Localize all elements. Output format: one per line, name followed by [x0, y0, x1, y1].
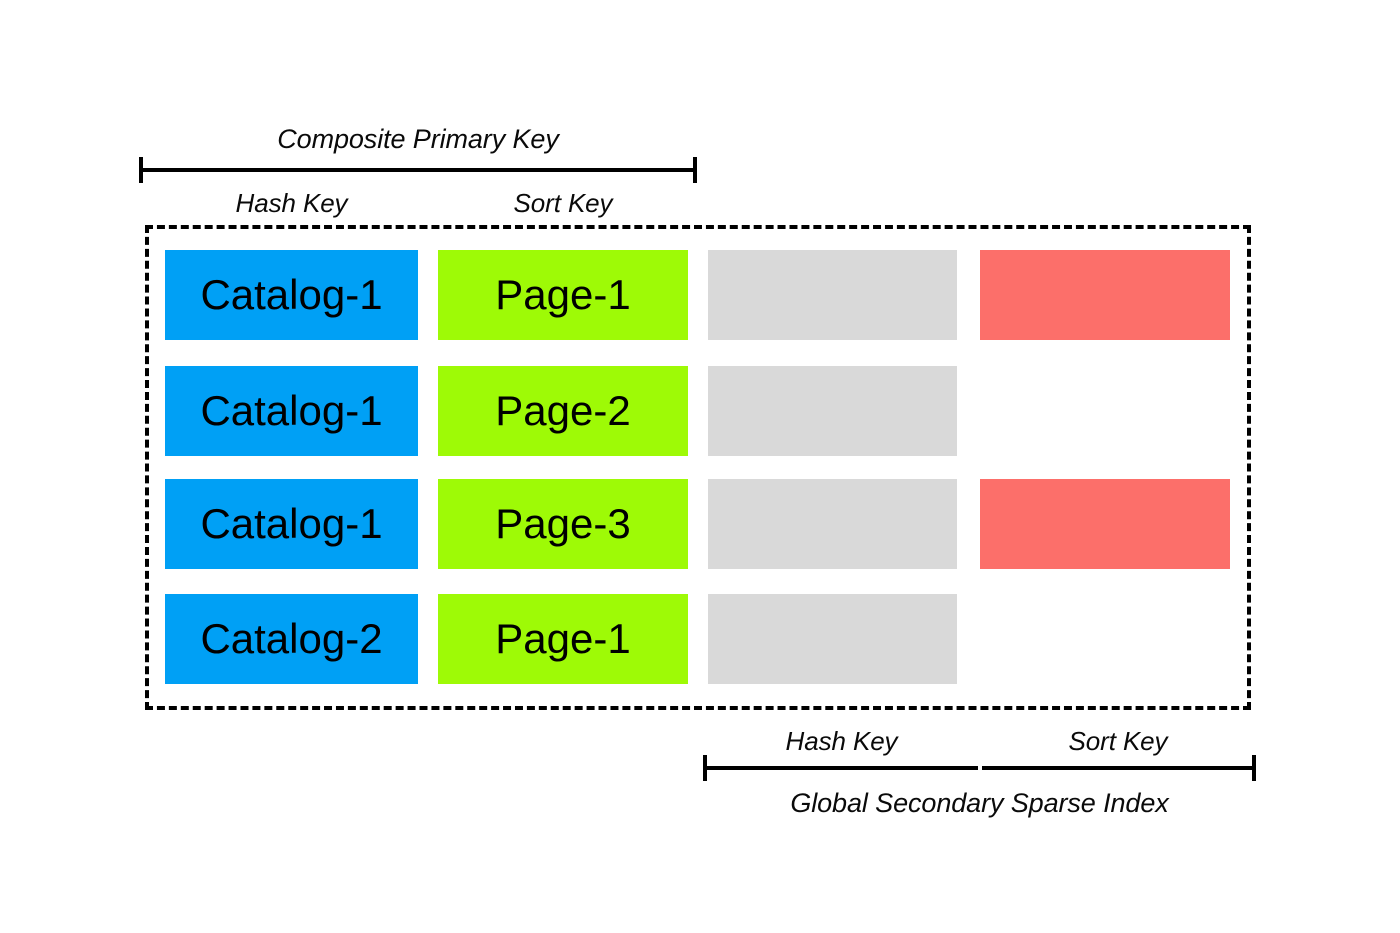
cell-hash-key: Catalog-1: [200, 500, 383, 547]
cell-sort-key: Page-3: [495, 500, 631, 547]
cell-attribute[interactable]: [708, 366, 957, 456]
cell-hash-key: Catalog-1: [200, 271, 383, 318]
top-hash-key-label: Hash Key: [235, 188, 348, 218]
bottom-bracket-line-right: [982, 766, 1256, 770]
bottom-sort-key-label: Sort Key: [1068, 726, 1168, 756]
table-row[interactable]: Catalog-1: [165, 250, 418, 340]
table-row[interactable]: Catalog-1: [165, 366, 418, 456]
cell-sort-key-wrapper[interactable]: Page-3: [438, 479, 688, 569]
top-bracket-line: [139, 168, 697, 172]
cell-attribute[interactable]: [708, 479, 957, 569]
cell-attribute[interactable]: [708, 594, 957, 684]
cell-sort-key-wrapper[interactable]: Page-1: [438, 250, 688, 340]
global-secondary-sparse-index-label: Global Secondary Sparse Index: [790, 788, 1169, 818]
bottom-bracket-tick-left: [703, 755, 707, 781]
composite-primary-key-label: Composite Primary Key: [277, 124, 559, 154]
cell-sort-key: Page-1: [495, 615, 631, 662]
table-row[interactable]: Catalog-2: [165, 594, 418, 684]
cell-sparse-attribute[interactable]: [980, 250, 1230, 340]
cell-sort-key: Page-1: [495, 271, 631, 318]
cell-sort-key-wrapper[interactable]: Page-2: [438, 366, 688, 456]
table-frame: [145, 225, 1251, 710]
cell-sort-key: Page-2: [495, 387, 631, 434]
cell-sparse-attribute[interactable]: [980, 479, 1230, 569]
bottom-bracket-line-left: [703, 766, 978, 770]
top-bracket-tick-left: [139, 157, 143, 183]
cell-hash-key: Catalog-2: [200, 615, 383, 662]
top-bracket-tick-right: [693, 157, 697, 183]
top-sort-key-label: Sort Key: [513, 188, 613, 218]
bottom-hash-key-label: Hash Key: [785, 726, 898, 756]
cell-hash-key: Catalog-1: [200, 387, 383, 434]
cell-attribute[interactable]: [708, 250, 957, 340]
cell-sort-key-wrapper[interactable]: Page-1: [438, 594, 688, 684]
bottom-bracket-tick-right: [1252, 755, 1256, 781]
table-row[interactable]: Catalog-1: [165, 479, 418, 569]
